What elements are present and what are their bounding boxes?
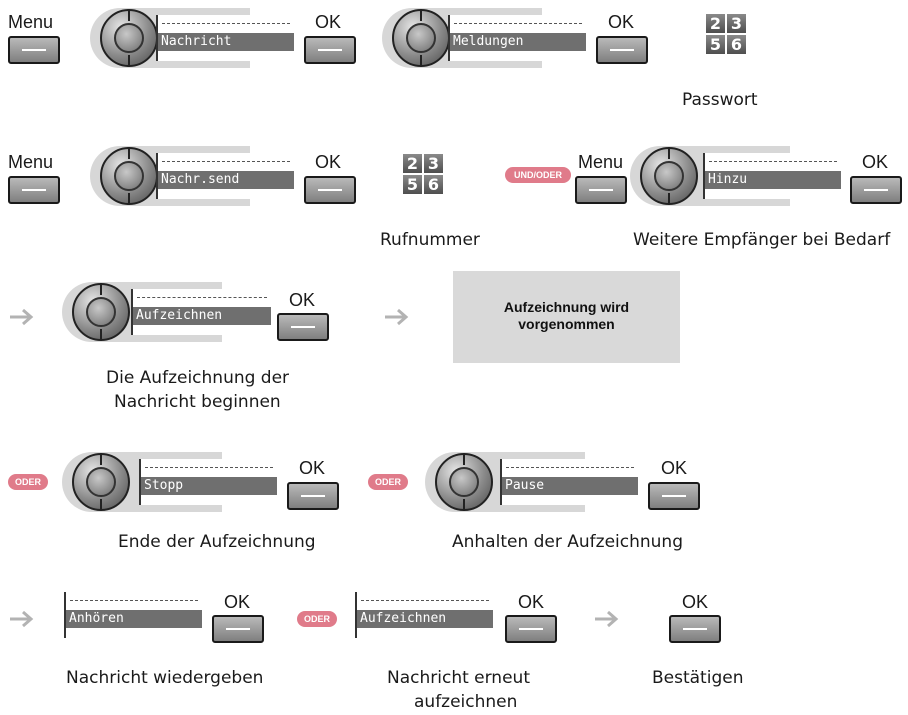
dashed-line (162, 23, 290, 24)
caption-rufnummer: Rufnummer (380, 230, 480, 250)
caption-nachricht-wiedergeben: Nachricht wiedergeben (66, 668, 264, 688)
display-item-meldungen: Meldungen (450, 33, 586, 51)
display-screen: Aufzeichnen (355, 592, 493, 638)
display-item-pause: Pause (502, 477, 638, 495)
navigator-icon[interactable] (100, 147, 158, 205)
ok-label: OK (518, 592, 545, 612)
menu-softkey[interactable] (8, 176, 60, 204)
display-screen: Anhören (64, 592, 202, 638)
menu-label: Menu (8, 12, 54, 32)
arrow-right-icon (385, 308, 409, 326)
display-screen: Meldungen (448, 15, 586, 61)
caption-anhalten-aufzeichnung: Anhalten der Aufzeichnung (452, 532, 683, 552)
display-item-nachr-send: Nachr.send (158, 171, 294, 189)
display-screen: Nachr.send (156, 153, 294, 199)
navigator-icon[interactable] (640, 147, 698, 205)
ok-softkey[interactable] (212, 615, 264, 643)
navigator-icon[interactable] (435, 453, 493, 511)
caption-passwort: Passwort (682, 90, 758, 110)
arrow-right-icon (10, 610, 34, 628)
key-6: 6 (727, 35, 746, 54)
ok-softkey[interactable] (304, 36, 356, 64)
navigator-icon[interactable] (100, 9, 158, 67)
status-line-1: Aufzeichnung wird (503, 299, 630, 315)
ok-label: OK (661, 458, 688, 478)
ok-softkey[interactable] (669, 615, 721, 643)
ok-label: OK (315, 12, 342, 32)
status-message-box: Aufzeichnung wird vorgenommen (453, 271, 680, 363)
caption-aufzeichnung-beginnen-1: Die Aufzeichnung der (106, 368, 290, 388)
menu-softkey[interactable] (575, 176, 627, 204)
key-3: 3 (727, 14, 746, 33)
arrow-right-icon (595, 610, 619, 628)
oder-badge: ODER (368, 474, 408, 490)
menu-softkey[interactable] (8, 36, 60, 64)
menu-label: Menu (8, 152, 54, 172)
ok-softkey[interactable] (277, 313, 329, 341)
dashed-line (361, 600, 489, 601)
display-item-nachricht: Nachricht (158, 33, 294, 51)
dashed-line (162, 161, 290, 162)
caption-bestaetigen: Bestätigen (652, 668, 744, 688)
ok-label: OK (608, 12, 635, 32)
key-3: 3 (424, 154, 443, 173)
display-screen: Nachricht (156, 15, 294, 61)
dashed-line (454, 23, 582, 24)
key-5: 5 (403, 175, 422, 194)
menu-label: Menu (578, 152, 624, 172)
keypad-icon[interactable]: 2 3 5 6 (706, 14, 746, 54)
dashed-line (145, 467, 273, 468)
dashed-line (506, 467, 634, 468)
key-2: 2 (706, 14, 725, 33)
display-screen: Pause (500, 459, 638, 505)
display-item-aufzeichnen: Aufzeichnen (357, 610, 493, 628)
navigator-icon[interactable] (72, 453, 130, 511)
ok-softkey[interactable] (850, 176, 902, 204)
ok-softkey[interactable] (304, 176, 356, 204)
dashed-line (709, 161, 837, 162)
ok-softkey[interactable] (505, 615, 557, 643)
ok-label: OK (224, 592, 251, 612)
caption-nachricht-erneut-1: Nachricht erneut (387, 668, 530, 688)
keypad-icon[interactable]: 2 3 5 6 (403, 154, 443, 194)
navigator-icon[interactable] (72, 283, 130, 341)
caption-aufzeichnung-beginnen-2: Nachricht beginnen (114, 392, 281, 412)
display-screen: Stopp (139, 459, 277, 505)
display-screen: Hinzu (703, 153, 841, 199)
arrow-right-icon (10, 308, 34, 326)
key-2: 2 (403, 154, 422, 173)
caption-ende-aufzeichnung: Ende der Aufzeichnung (118, 532, 316, 552)
ok-softkey[interactable] (287, 482, 339, 510)
display-item-aufzeichnen: Aufzeichnen (133, 307, 271, 325)
ok-softkey[interactable] (596, 36, 648, 64)
ok-label: OK (299, 458, 326, 478)
ok-label: OK (682, 592, 709, 612)
ok-label: OK (315, 152, 342, 172)
dashed-line (137, 297, 267, 298)
display-screen: Aufzeichnen (131, 289, 271, 335)
und-oder-badge: UND/ODER (505, 167, 571, 183)
display-item-stopp: Stopp (141, 477, 277, 495)
display-item-hinzu: Hinzu (705, 171, 841, 189)
navigator-icon[interactable] (392, 9, 450, 67)
ok-label: OK (289, 290, 316, 310)
oder-badge: ODER (8, 474, 48, 490)
display-item-anhoeren: Anhören (66, 610, 202, 628)
status-line-2: vorgenommen (518, 316, 615, 332)
caption-weitere-empfaenger: Weitere Empfänger bei Bedarf (633, 230, 891, 250)
caption-nachricht-erneut-2: aufzeichnen (414, 692, 518, 712)
ok-softkey[interactable] (648, 482, 700, 510)
oder-badge: ODER (297, 611, 337, 627)
key-5: 5 (706, 35, 725, 54)
key-6: 6 (424, 175, 443, 194)
dashed-line (70, 600, 198, 601)
ok-label: OK (862, 152, 889, 172)
